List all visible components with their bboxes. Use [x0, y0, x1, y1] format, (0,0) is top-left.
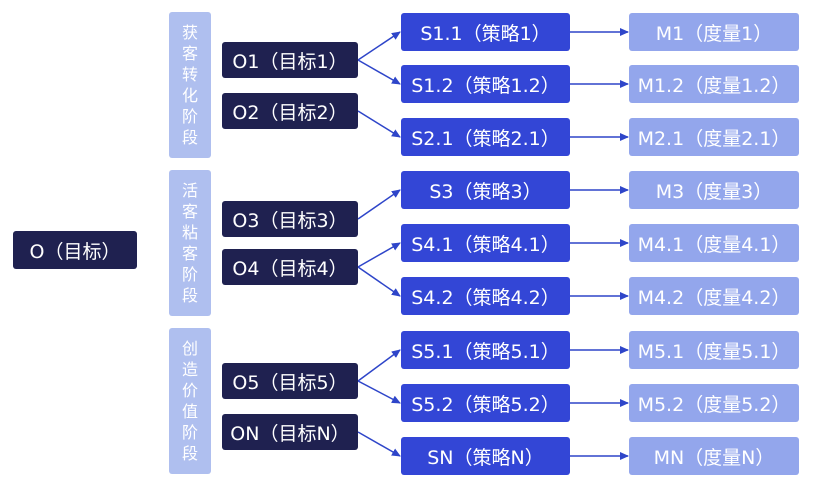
- phase-char: 阶: [181, 107, 198, 126]
- phase-char: 价: [181, 381, 198, 400]
- measure-label: M5.1（度量5.1）: [637, 340, 791, 363]
- link-o4-s4-1: [357, 242, 401, 268]
- objective-label: ON（目标N）: [230, 422, 350, 445]
- objective-o4: O4（目标4）: [222, 249, 358, 285]
- strategy-label: S3（策略3）: [429, 180, 542, 203]
- strategy-s4-2: S4.2（策略4.2）: [401, 277, 570, 315]
- phase-char: 创: [181, 339, 198, 358]
- measure-m4-1: M4.1（度量4.1）: [629, 224, 799, 262]
- link-o3-s3: [357, 189, 401, 220]
- measure-m4-2: M4.2（度量4.2）: [629, 277, 799, 315]
- strategy-s5-2: S5.2（策略5.2）: [401, 384, 570, 422]
- phase-value-creation: 创 造 价 值 阶 段: [169, 328, 211, 474]
- objective-label: O5（目标5）: [232, 371, 348, 394]
- phase-char: 阶: [181, 423, 198, 442]
- measure-m1: M1（度量1）: [629, 13, 799, 51]
- root-objective-label: O（目标）: [29, 240, 121, 263]
- measure-label: M1.2（度量1.2）: [637, 74, 791, 97]
- strategy-label: S1.2（策略1.2）: [411, 74, 560, 97]
- strategy-label: S1.1（策略1）: [420, 22, 551, 45]
- strategy-s5-1: S5.1（策略5.1）: [401, 331, 570, 369]
- link-o1-s1-1: [357, 31, 401, 61]
- strategy-label: SN（策略N）: [427, 446, 544, 469]
- link-on-sn: [357, 431, 401, 457]
- strategy-label: S2.1（策略2.1）: [411, 127, 560, 150]
- strategy-s1-2: S1.2（策略1.2）: [401, 65, 570, 103]
- objective-label: O1（目标1）: [232, 50, 348, 73]
- measure-label: M1（度量1）: [655, 22, 773, 45]
- objective-o3: O3（目标3）: [222, 201, 358, 237]
- strategy-sn: SN（策略N）: [401, 437, 570, 475]
- phase-char: 造: [181, 360, 198, 379]
- phase-char: 转: [181, 65, 198, 84]
- strategy-s2-1: S2.1（策略2.1）: [401, 118, 570, 156]
- measure-m5-2: M5.2（度量5.2）: [629, 384, 799, 422]
- phase-char: 活: [181, 181, 198, 200]
- objective-o5: O5（目标5）: [222, 363, 358, 399]
- strategy-s4-1: S4.1（策略4.1）: [401, 224, 570, 262]
- objective-label: O3（目标3）: [232, 209, 348, 232]
- measure-m5-1: M5.1（度量5.1）: [629, 331, 799, 369]
- strategy-s1-1: S1.1（策略1）: [401, 13, 570, 51]
- strategy-s3: S3（策略3）: [401, 171, 570, 209]
- strategy-label: S4.2（策略4.2）: [411, 286, 560, 309]
- measure-label: M4.1（度量4.1）: [637, 233, 791, 256]
- objective-o1: O1（目标1）: [222, 42, 358, 78]
- link-o2-s2-1: [357, 110, 401, 138]
- link-o5-s5-1: [357, 349, 401, 382]
- strategy-label: S4.1（策略4.1）: [411, 233, 560, 256]
- strategy-label: S5.2（策略5.2）: [411, 393, 560, 416]
- strategy-label: S5.1（策略5.1）: [411, 340, 560, 363]
- measure-m1-2: M1.2（度量1.2）: [629, 65, 799, 103]
- phase-char: 阶: [181, 265, 198, 284]
- objective-label: O2（目标2）: [232, 101, 348, 124]
- measure-label: M5.2（度量5.2）: [637, 393, 791, 416]
- phase-char: 粘: [181, 223, 198, 242]
- phase-char: 客: [181, 202, 198, 221]
- objective-on: ON（目标N）: [222, 414, 358, 450]
- phase-char: 获: [181, 23, 198, 42]
- phase-char: 段: [181, 444, 198, 463]
- measure-mn: MN（度量N）: [629, 437, 799, 475]
- link-o4-s4-2: [357, 266, 401, 297]
- root-objective: O（目标）: [13, 231, 137, 269]
- phase-char: 值: [181, 402, 198, 421]
- phase-char: 客: [181, 44, 198, 63]
- measure-m2-1: M2.1（度量2.1）: [629, 118, 799, 156]
- phase-retention: 活 客 粘 客 阶 段: [169, 170, 211, 316]
- phase-char: 段: [181, 286, 198, 305]
- objective-o2: O2（目标2）: [222, 93, 358, 129]
- phase-char: 客: [181, 244, 198, 263]
- measure-m3: M3（度量3）: [629, 171, 799, 209]
- link-o5-s5-2: [357, 380, 401, 404]
- phase-acquisition: 获 客 转 化 阶 段: [169, 12, 211, 158]
- measure-label: M4.2（度量4.2）: [637, 286, 791, 309]
- measure-label: MN（度量N）: [653, 446, 775, 469]
- measure-label: M3（度量3）: [655, 180, 773, 203]
- phase-char: 化: [181, 86, 198, 105]
- link-o1-s1-2: [357, 59, 401, 85]
- objective-label: O4（目标4）: [232, 257, 348, 280]
- phase-char: 段: [181, 128, 198, 147]
- measure-label: M2.1（度量2.1）: [637, 127, 791, 150]
